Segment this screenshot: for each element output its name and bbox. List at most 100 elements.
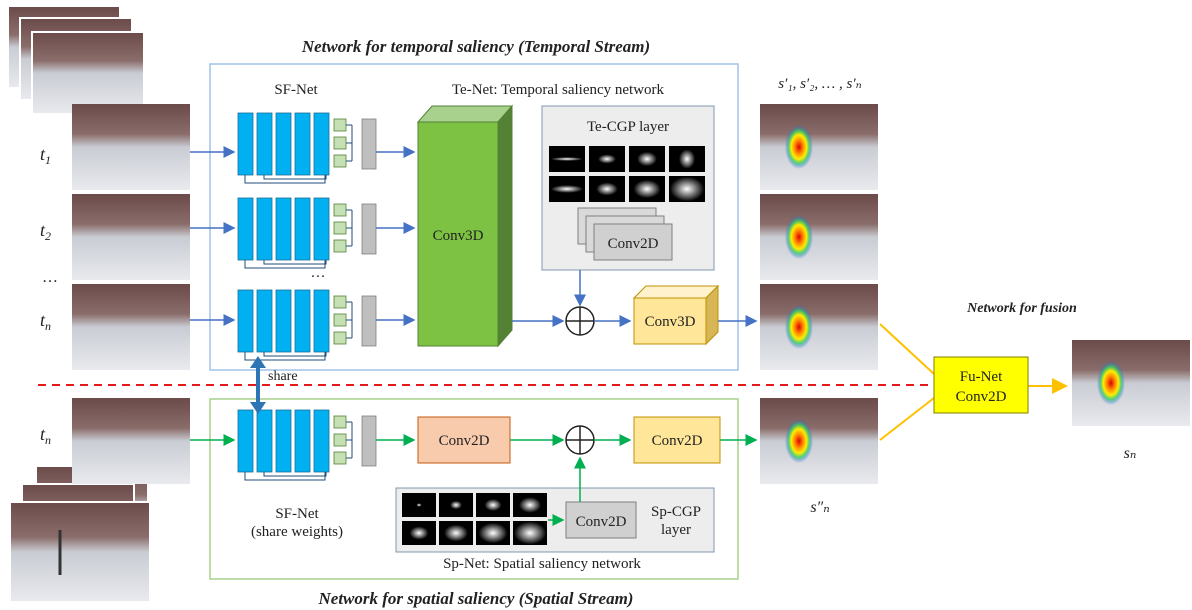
sf-conv-block bbox=[275, 197, 292, 261]
sfnet-label: SF-Net bbox=[274, 82, 318, 98]
output-saliency-maps bbox=[760, 104, 1190, 484]
te-gaussian-prior bbox=[549, 176, 585, 202]
output-map-tn bbox=[760, 284, 878, 370]
sf-conv-block bbox=[237, 197, 254, 261]
saliency-heat-blob bbox=[784, 305, 813, 349]
output-frame bbox=[1072, 340, 1190, 426]
spatial-sum-node bbox=[565, 425, 595, 455]
te-gaussian-blob bbox=[633, 179, 661, 199]
sf-conv-block bbox=[256, 112, 273, 176]
label-ellipsis: … bbox=[42, 269, 58, 286]
sf-output-block bbox=[361, 295, 377, 347]
label-spatial-tn: tn bbox=[40, 424, 51, 447]
sf-conv-block bbox=[237, 112, 254, 176]
conv3d-temporal-big: Conv3D bbox=[416, 104, 514, 348]
conv3d-temporal-small: Conv3D bbox=[632, 284, 720, 346]
sp-gaussian-prior bbox=[439, 493, 473, 517]
sf-conv-block bbox=[237, 289, 254, 353]
sf-skip-connection bbox=[263, 352, 327, 357]
sf-small-block bbox=[333, 136, 347, 150]
sf-conv-block bbox=[294, 197, 311, 261]
sp-conv2d-b-label: Conv2D bbox=[652, 433, 703, 449]
fu-net-line2: Conv2D bbox=[956, 389, 1007, 405]
saliency-heat-blob bbox=[784, 419, 813, 463]
sf-small-block bbox=[333, 433, 347, 447]
sf-conv-block bbox=[313, 409, 330, 473]
sf-small-block bbox=[333, 451, 347, 465]
te-gaussian-prior bbox=[629, 176, 665, 202]
sp-gaussian-prior bbox=[476, 493, 510, 517]
input-frame-tn bbox=[72, 284, 190, 370]
sfnet-dots: … bbox=[311, 265, 326, 281]
sfnet-spatial-label-line1: SF-Net bbox=[275, 506, 319, 522]
te-gaussian-prior bbox=[549, 146, 585, 172]
sp-gaussian-prior bbox=[439, 521, 473, 545]
sp-gaussian-blob bbox=[518, 497, 542, 513]
sf-conv-block bbox=[275, 289, 292, 353]
sf-conv-block bbox=[313, 112, 330, 176]
te-gaussian-blob bbox=[550, 157, 584, 161]
label-tn: tn bbox=[40, 310, 51, 333]
sf-skip-connection bbox=[263, 260, 327, 265]
spatial-stream-heading: Network for spatial saliency (Spatial St… bbox=[318, 589, 634, 608]
output-map-t2 bbox=[760, 194, 878, 280]
output-temporal-set-label: s′₁, s′₂, … , s′ₙ bbox=[778, 76, 861, 92]
sp-cgp-label-line1: Sp-CGP bbox=[651, 504, 701, 520]
te-gaussian-blob bbox=[596, 182, 618, 196]
sf-conv-block bbox=[275, 112, 292, 176]
te-gaussian-blob bbox=[637, 151, 657, 167]
output-final-label: sₙ bbox=[1124, 445, 1137, 462]
saliency-heat-blob bbox=[784, 215, 813, 259]
sp-gaussian-blob bbox=[409, 526, 429, 540]
output-map-spatial bbox=[760, 398, 878, 484]
sf-conv-block bbox=[294, 409, 311, 473]
spatial-frame-stack bbox=[9, 465, 151, 603]
output-spatial-label: s″ₙ bbox=[810, 499, 829, 516]
sp-gaussian-prior bbox=[402, 493, 436, 517]
sf-conv-block bbox=[313, 197, 330, 261]
sf-output-block bbox=[361, 415, 377, 467]
temporal-sum-node bbox=[565, 306, 595, 336]
output-frame bbox=[760, 104, 878, 190]
sf-net-tn bbox=[237, 289, 377, 361]
te-gaussian-prior bbox=[669, 146, 705, 172]
spatial-stream-frame bbox=[209, 398, 739, 580]
sp-gaussian-blob bbox=[416, 503, 422, 507]
fu-net-line1: Fu-Net bbox=[960, 369, 1003, 385]
sp-gaussian-blob bbox=[444, 524, 468, 542]
sf-net-spatial bbox=[237, 409, 377, 481]
conv3d-big-label: Conv3D bbox=[433, 228, 484, 244]
sf-conv-block bbox=[294, 289, 311, 353]
sp-gaussian-blob bbox=[450, 500, 462, 510]
te-gaussian-blob bbox=[550, 185, 584, 193]
te-cgp-label: Te-CGP layer bbox=[587, 119, 669, 135]
spatial-arrows bbox=[190, 434, 758, 526]
sp-conv2d-a: Conv2D bbox=[417, 416, 511, 464]
label-t2: t2 bbox=[40, 220, 51, 243]
sp-gaussian-blob bbox=[484, 499, 502, 511]
fusion-heading: Network for fusion bbox=[966, 301, 1077, 316]
temporal-stream-heading: Network for temporal saliency (Temporal … bbox=[301, 37, 650, 56]
sp-conv2d-b: Conv2D bbox=[633, 416, 721, 464]
temporal-stream-frame bbox=[209, 63, 739, 371]
sf-output-block bbox=[361, 203, 377, 255]
te-gaussian-prior bbox=[629, 146, 665, 172]
output-map-t1 bbox=[760, 104, 878, 190]
sp-cgp-label-line2: layer bbox=[661, 522, 691, 538]
sf-small-block bbox=[333, 331, 347, 345]
output-frame bbox=[760, 398, 878, 484]
sf-small-block bbox=[333, 239, 347, 253]
input-frame-spatial-tn bbox=[72, 398, 190, 484]
fusion-lines bbox=[879, 323, 1068, 441]
te-conv2d-label: Conv2D bbox=[608, 236, 659, 252]
tenet-label: Te-Net: Temporal saliency network bbox=[452, 82, 665, 98]
conv3d-small-label: Conv3D bbox=[645, 314, 696, 330]
output-frame bbox=[760, 194, 878, 280]
sf-small-block bbox=[333, 415, 347, 429]
sf-skip-connection bbox=[263, 472, 327, 477]
te-gaussian-blob bbox=[598, 154, 616, 164]
saliency-heat-blob bbox=[1096, 361, 1125, 405]
output-frame bbox=[760, 284, 878, 370]
input-frame-t2 bbox=[72, 194, 190, 280]
sf-output-block bbox=[361, 118, 377, 170]
